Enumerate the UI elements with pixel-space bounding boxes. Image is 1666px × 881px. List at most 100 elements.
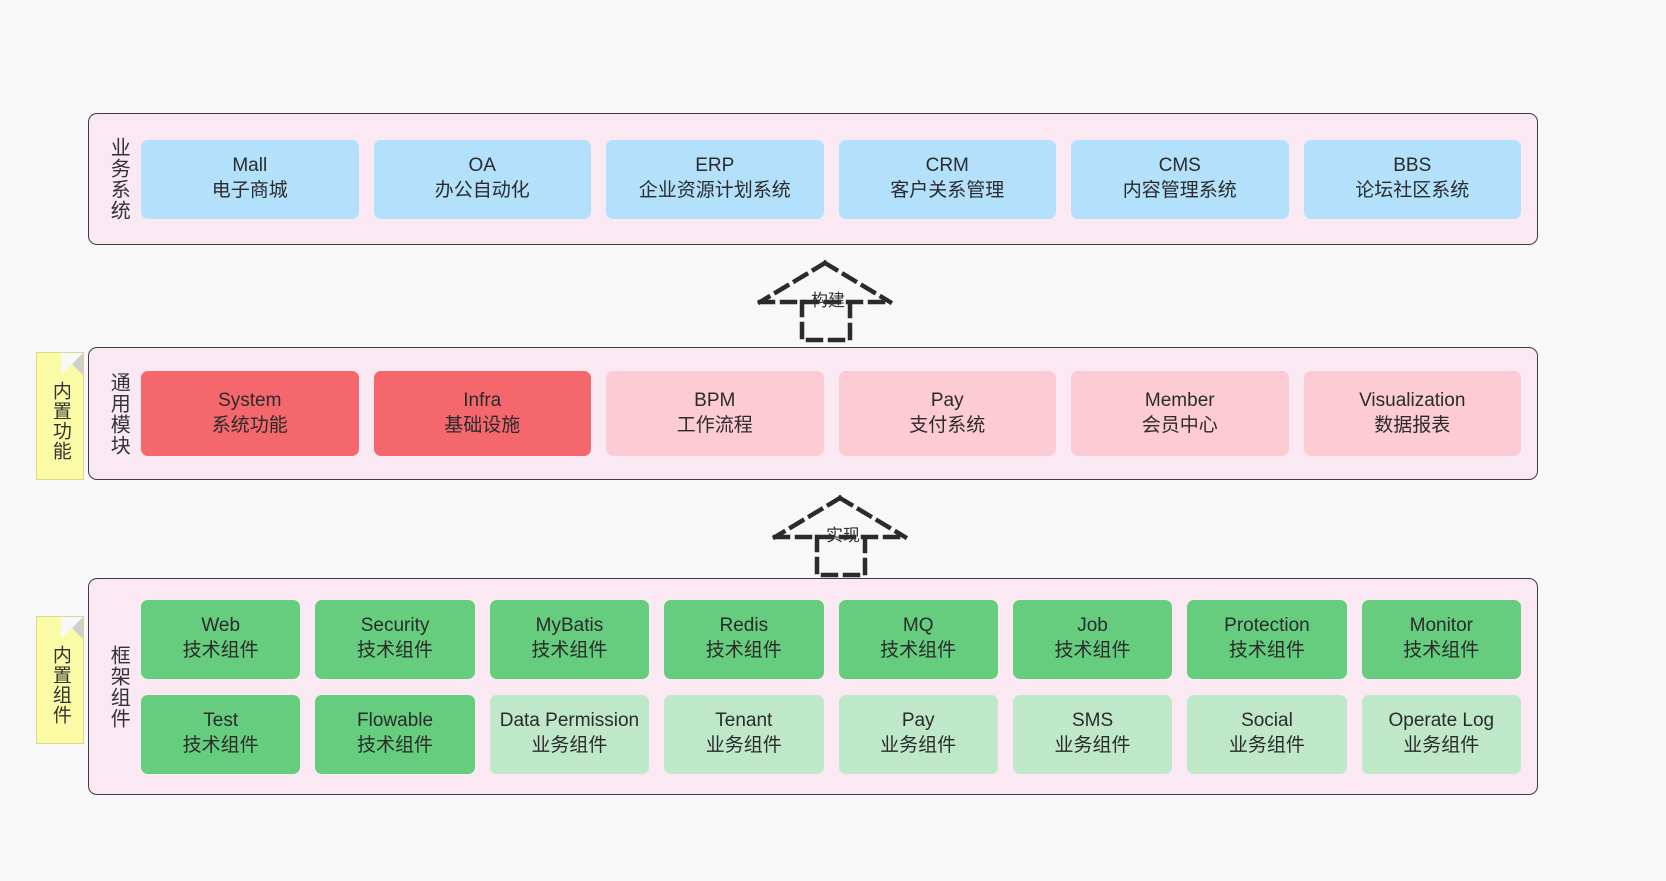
card-subtitle: 技术组件: [1054, 640, 1131, 661]
card-operate-log[interactable]: Operate Log 业务组件: [1361, 694, 1521, 774]
connector-build: 构建: [755, 258, 900, 343]
card-social[interactable]: Social 业务组件: [1187, 694, 1347, 774]
card-title: Protection: [1224, 615, 1310, 637]
note-builtin-function: 内置功能: [36, 352, 84, 480]
card-title: ERP: [695, 155, 735, 177]
card-mq[interactable]: MQ 技术组件: [838, 599, 998, 679]
card-title: BBS: [1393, 155, 1432, 177]
card-row: Test 技术组件 Flowable 技术组件 Data Permission …: [141, 694, 1521, 774]
card-title: Member: [1144, 389, 1215, 411]
card-subtitle: 数据报表: [1374, 414, 1451, 436]
card-pay[interactable]: Pay 支付系统: [838, 371, 1056, 456]
card-cms[interactable]: CMS 内容管理系统: [1071, 139, 1289, 219]
card-subtitle: 业务组件: [1054, 735, 1131, 756]
card-subtitle: 论坛社区系统: [1355, 180, 1470, 201]
connector-label-build: 构建: [811, 291, 845, 310]
generalization-arrow-icon: [756, 259, 894, 343]
card-oa[interactable]: OA 办公自动化: [373, 139, 591, 219]
card-subtitle: 工作流程: [676, 414, 753, 436]
layer-title-common-module: 通用模块: [107, 371, 130, 456]
card-subtitle: 支付系统: [909, 414, 986, 436]
card-title: Pay: [901, 710, 935, 732]
card-infra[interactable]: Infra 基础设施: [373, 371, 591, 456]
card-title: Data Permission: [499, 710, 640, 732]
card-subtitle: 系统功能: [211, 414, 288, 436]
card-tenant[interactable]: Tenant 业务组件: [664, 694, 824, 774]
card-subtitle: 业务组件: [1403, 735, 1480, 756]
card-system[interactable]: System 系统功能: [141, 371, 359, 456]
layer-body-common-module: System 系统功能 Infra 基础设施 BPM 工作流程 Pay 支付系统…: [135, 348, 1537, 479]
card-mall[interactable]: Mall 电子商城: [141, 139, 359, 219]
card-title: System: [218, 389, 282, 411]
note-fold-cut-icon: [61, 617, 83, 639]
layer-title-framework-component: 框架组件: [107, 644, 130, 729]
card-flowable[interactable]: Flowable 技术组件: [315, 694, 475, 774]
card-title: Operate Log: [1388, 710, 1495, 732]
card-monitor[interactable]: Monitor 技术组件: [1361, 599, 1521, 679]
card-subtitle: 技术组件: [182, 735, 259, 756]
card-subtitle: 技术组件: [1228, 640, 1305, 661]
card-subtitle: 企业资源计划系统: [638, 180, 791, 201]
card-web[interactable]: Web 技术组件: [141, 599, 301, 679]
card-title: SMS: [1071, 710, 1114, 732]
generalization-arrow-icon: [771, 494, 909, 578]
card-subtitle: 技术组件: [182, 640, 259, 661]
card-title: BPM: [694, 389, 736, 411]
card-crm[interactable]: CRM 客户关系管理: [838, 139, 1056, 219]
note-fold-cut-icon: [61, 353, 83, 375]
card-title: Redis: [719, 615, 769, 637]
card-title: MQ: [902, 615, 934, 637]
card-bbs[interactable]: BBS 论坛社区系统: [1303, 139, 1521, 219]
card-subtitle: 基础设施: [444, 414, 521, 436]
card-row: Web 技术组件 Security 技术组件 MyBatis 技术组件 Redi…: [141, 599, 1521, 679]
card-title: Monitor: [1409, 615, 1473, 637]
card-title: CMS: [1158, 155, 1201, 177]
card-sms[interactable]: SMS 业务组件: [1012, 694, 1173, 774]
layer-common-module: 通用模块 System 系统功能 Infra 基础设施 BPM 工作流程 Pay…: [88, 347, 1538, 480]
card-erp[interactable]: ERP 企业资源计划系统: [606, 139, 824, 219]
card-bpm[interactable]: BPM 工作流程: [606, 371, 824, 456]
layer-body-framework-component: Web 技术组件 Security 技术组件 MyBatis 技术组件 Redi…: [135, 579, 1537, 794]
card-subtitle: 会员中心: [1141, 414, 1218, 436]
card-title: Test: [203, 710, 239, 732]
card-subtitle: 业务组件: [880, 735, 957, 756]
card-row: Mall 电子商城 OA 办公自动化 ERP 企业资源计划系统 CRM 客户关系…: [141, 139, 1521, 219]
card-redis[interactable]: Redis 技术组件: [664, 599, 824, 679]
card-protection[interactable]: Protection 技术组件: [1187, 599, 1347, 679]
layer-title-business-system: 业务系统: [107, 137, 130, 221]
card-subtitle: 技术组件: [705, 640, 782, 661]
layer-body-business-system: Mall 电子商城 OA 办公自动化 ERP 企业资源计划系统 CRM 客户关系…: [135, 114, 1537, 244]
card-title: Visualization: [1359, 389, 1466, 411]
card-title: CRM: [925, 155, 969, 177]
card-data-permission[interactable]: Data Permission 业务组件: [489, 694, 650, 774]
card-title: Job: [1077, 615, 1108, 637]
note-builtin-component: 内置组件: [36, 616, 84, 744]
card-subtitle: 业务组件: [1228, 735, 1305, 756]
note-label: 内置组件: [49, 645, 71, 725]
card-pay-component[interactable]: Pay 业务组件: [838, 694, 998, 774]
card-job[interactable]: Job 技术组件: [1012, 599, 1173, 679]
card-title: Pay: [930, 389, 964, 411]
card-title: Web: [201, 615, 241, 637]
connector-implement: 实现: [770, 493, 915, 578]
note-label: 内置功能: [49, 381, 71, 461]
card-security[interactable]: Security 技术组件: [315, 599, 475, 679]
card-member[interactable]: Member 会员中心: [1071, 371, 1289, 456]
card-title: MyBatis: [535, 615, 604, 637]
card-subtitle: 技术组件: [1403, 640, 1480, 661]
card-title: Social: [1241, 710, 1293, 732]
layer-framework-component: 框架组件 Web 技术组件 Security 技术组件 MyBatis 技术组件…: [88, 578, 1538, 795]
card-title: Tenant: [715, 710, 773, 732]
card-mybatis[interactable]: MyBatis 技术组件: [489, 599, 650, 679]
card-subtitle: 内容管理系统: [1122, 180, 1237, 201]
card-title: Mall: [232, 155, 268, 177]
card-visualization[interactable]: Visualization 数据报表: [1303, 371, 1521, 456]
card-test[interactable]: Test 技术组件: [141, 694, 301, 774]
card-row: System 系统功能 Infra 基础设施 BPM 工作流程 Pay 支付系统…: [141, 371, 1521, 456]
card-title: Infra: [463, 389, 502, 411]
card-subtitle: 技术组件: [357, 735, 434, 756]
layer-business-system: 业务系统 Mall 电子商城 OA 办公自动化 ERP 企业资源计划系统 CRM…: [88, 113, 1538, 245]
card-subtitle: 客户关系管理: [890, 180, 1005, 201]
card-subtitle: 技术组件: [880, 640, 957, 661]
